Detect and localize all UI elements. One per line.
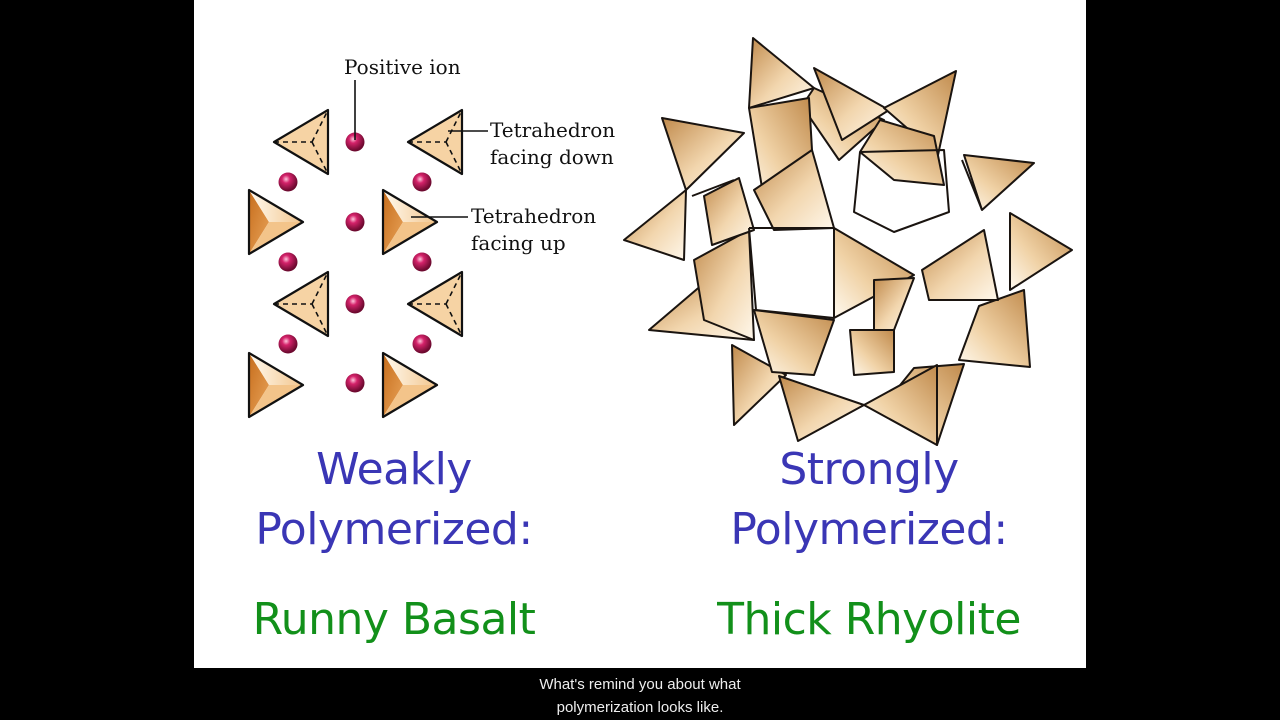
slide: Positive ion Tetrahedron facing down Tet…: [194, 0, 1086, 668]
tetrahedron-up-label-line2: facing up: [471, 231, 566, 255]
runny-basalt-label: Runny Basalt: [252, 594, 536, 645]
strongly-heading-line2: Polymerized:: [730, 504, 1008, 555]
positive-ions: [278, 132, 432, 393]
strongly-heading-line1: Strongly: [779, 444, 959, 495]
tetrahedron-up-label-line1: Tetrahedron: [471, 204, 597, 228]
subtitle-line2: polymerization looks like.: [556, 699, 724, 716]
tetrahedron-down-label-line2: facing down: [490, 145, 614, 169]
weakly-heading-line1: Weakly: [316, 444, 472, 495]
strong-network: [623, 37, 1073, 446]
polymerization-diagram: [247, 37, 1073, 446]
weakly-heading-line2: Polymerized:: [255, 504, 533, 555]
subtitle-line1: What's remind you about what: [539, 676, 741, 693]
tetrahedron-down-label-line1: Tetrahedron: [490, 118, 616, 142]
thick-rhyolite-label: Thick Rhyolite: [717, 594, 1021, 645]
label-leaders: [354, 80, 488, 218]
positive-ion-label: Positive ion: [344, 55, 461, 79]
